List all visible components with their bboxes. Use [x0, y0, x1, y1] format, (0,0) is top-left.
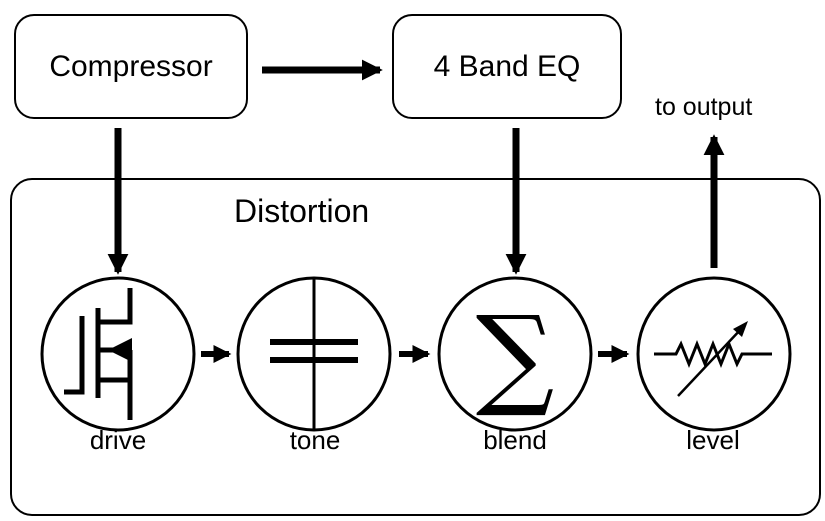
distortion-title: Distortion [234, 193, 370, 229]
variable-resistor-icon [636, 276, 792, 432]
eq-box: 4 Band EQ [392, 14, 622, 119]
mosfet-icon [40, 276, 196, 432]
compressor-label: Compressor [49, 49, 213, 83]
summation-icon: ∑ [437, 276, 593, 432]
distortion-group [10, 178, 821, 516]
eq-label: 4 Band EQ [433, 49, 581, 83]
to-output-label: to output [655, 93, 753, 121]
compressor-box: Compressor [14, 14, 248, 119]
svg-text:∑: ∑ [476, 292, 555, 420]
capacitor-icon [236, 276, 392, 432]
